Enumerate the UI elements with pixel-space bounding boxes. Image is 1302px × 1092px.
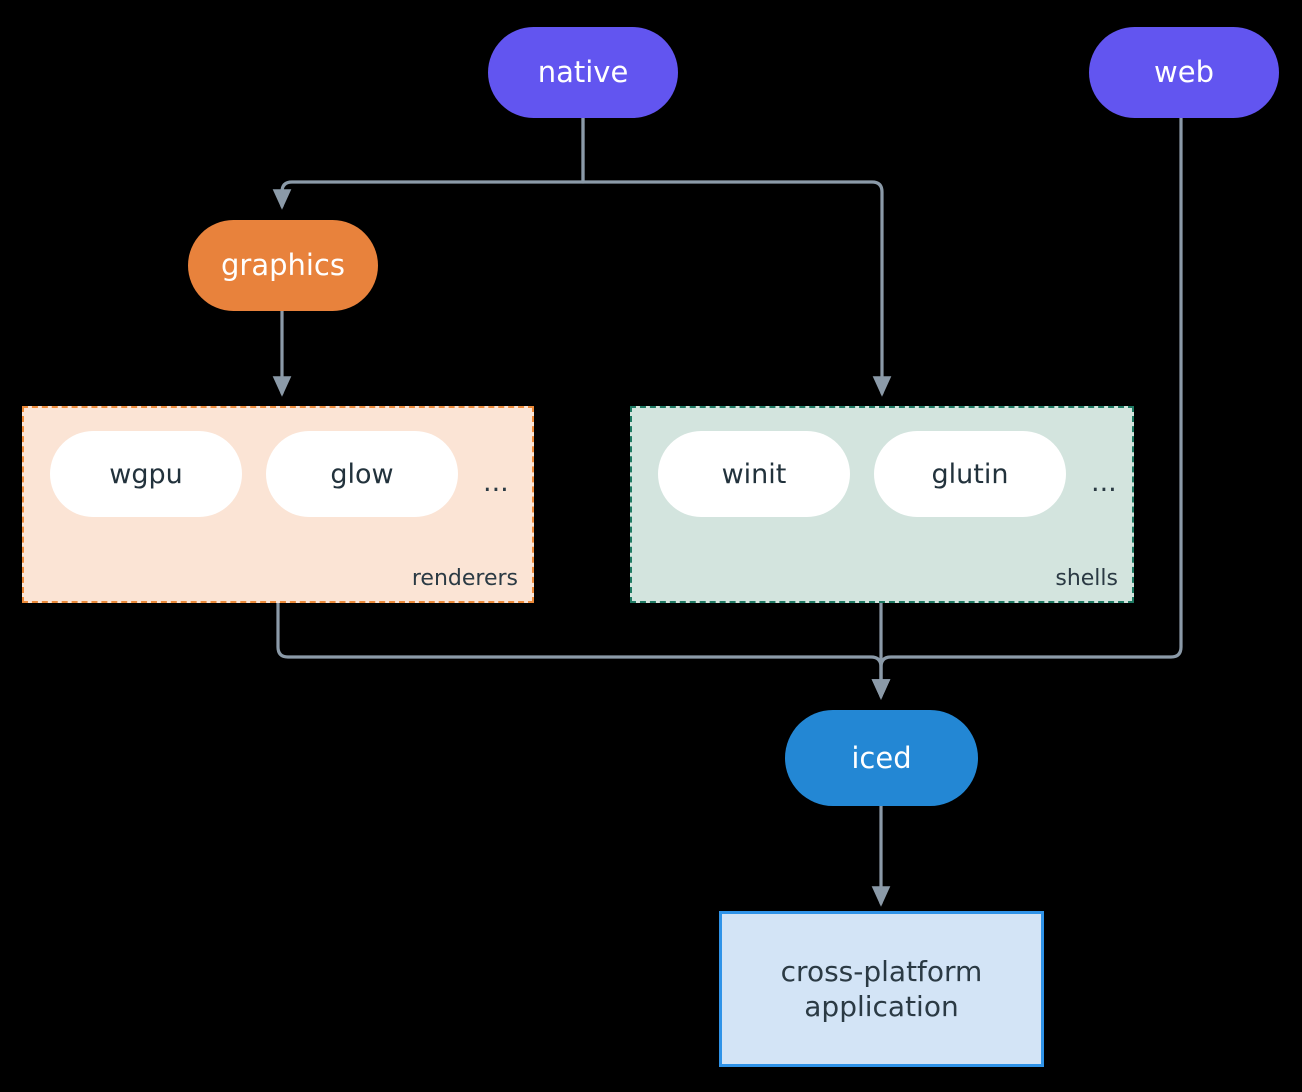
node-application-line1: cross-platform [780, 955, 983, 988]
leaf-winit-label: winit [721, 458, 787, 490]
node-graphics[interactable]: graphics [188, 220, 378, 311]
leaf-glow[interactable]: glow [266, 431, 458, 517]
group-shells: winit glutin ... shells [630, 406, 1134, 603]
node-native-label: native [537, 55, 629, 90]
group-renderers: wgpu glow ... renderers [22, 406, 534, 603]
node-application[interactable]: cross-platform application [719, 911, 1044, 1067]
edge-native-to-shells [581, 116, 892, 397]
leaf-glutin-label: glutin [931, 458, 1009, 490]
edge-native-to-graphics [272, 116, 585, 210]
group-renderers-label: renderers [411, 566, 518, 591]
shells-overflow-ellipsis: ... [1091, 467, 1117, 498]
leaf-wgpu-label: wgpu [109, 458, 183, 490]
edge-renderers-to-iced [276, 601, 891, 700]
node-iced[interactable]: iced [785, 710, 978, 806]
node-application-line2: application [804, 990, 959, 1023]
node-web[interactable]: web [1089, 27, 1279, 118]
leaf-glow-label: glow [330, 458, 394, 490]
leaf-winit[interactable]: winit [658, 431, 850, 517]
node-web-label: web [1154, 55, 1214, 90]
leaf-glutin[interactable]: glutin [874, 431, 1066, 517]
group-shells-label: shells [1055, 566, 1118, 591]
node-iced-label: iced [851, 740, 912, 775]
renderers-overflow-ellipsis: ... [483, 467, 509, 498]
node-graphics-label: graphics [220, 248, 345, 283]
leaf-wgpu[interactable]: wgpu [50, 431, 242, 517]
node-native[interactable]: native [488, 27, 678, 118]
